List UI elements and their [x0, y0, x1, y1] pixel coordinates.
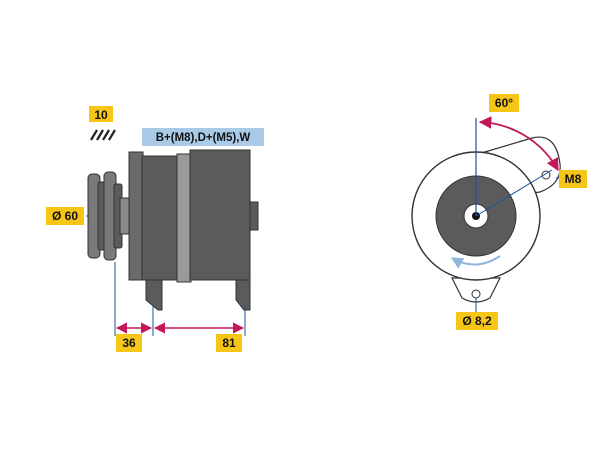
- bolt-text: M8: [565, 172, 582, 186]
- dimension-left-text: 36: [122, 336, 136, 350]
- pulley-diameter-text: Ø 60: [52, 209, 78, 223]
- count-text: 10: [94, 108, 108, 122]
- pulley: [87, 171, 123, 261]
- dimension-right-label: 81: [216, 334, 242, 352]
- hatch-pattern-icon: [89, 129, 117, 141]
- terminal-label: B+(M8),D+(M5),W: [142, 128, 264, 146]
- front-housing: [141, 155, 179, 281]
- terminal-text: B+(M8),D+(M5),W: [156, 132, 251, 144]
- hole-diameter-text: Ø 8,2: [462, 314, 492, 328]
- front-mounting-foot: [145, 279, 163, 311]
- fan: [128, 151, 144, 281]
- hole-diameter-label: Ø 8,2: [456, 312, 498, 330]
- rear-cap: [249, 201, 259, 231]
- pulley-diameter-label: Ø 60: [46, 207, 84, 225]
- lower-hole: [471, 289, 481, 299]
- dimension-left-label: 36: [116, 334, 142, 352]
- stator-band: [176, 153, 192, 283]
- side-view: [86, 149, 259, 336]
- dimension-right-text: 81: [222, 336, 236, 350]
- count-label: 10: [89, 106, 113, 122]
- bolt-label: M8: [559, 170, 587, 188]
- rear-mounting-foot: [235, 279, 251, 311]
- rear-housing: [189, 149, 251, 281]
- angle-text: 60°: [495, 96, 513, 110]
- angle-label: 60°: [489, 94, 519, 112]
- angle-arc: [478, 116, 559, 172]
- front-view: [411, 116, 561, 314]
- rotation-arrow-icon: [450, 255, 501, 269]
- bolt-axis: [475, 169, 553, 217]
